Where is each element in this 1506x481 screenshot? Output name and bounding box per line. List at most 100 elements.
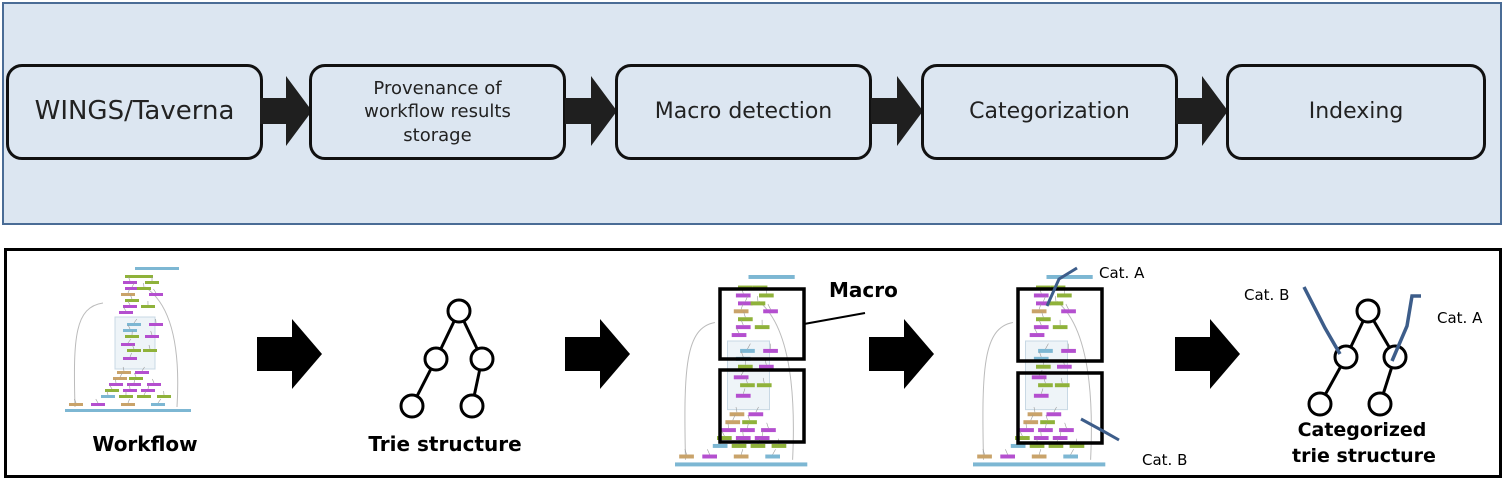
workflow-edge [128, 276, 131, 282]
workflow-edge [147, 384, 150, 390]
workflow-node [735, 293, 751, 298]
workflow-edge [109, 384, 113, 390]
workflow-edge [1045, 414, 1048, 421]
workflow-node [125, 275, 139, 278]
workflow-node [121, 403, 135, 406]
workflow-edge [115, 378, 117, 384]
workflow-edge [745, 377, 748, 384]
workflow-node [1040, 420, 1055, 425]
workflow-edge [742, 388, 746, 394]
workflow-edge [132, 344, 135, 350]
workflow-edge [127, 324, 131, 330]
workflow-node [675, 462, 808, 467]
workflow-node [1069, 443, 1085, 448]
workflow-edge [982, 449, 985, 455]
step-arrow [1175, 319, 1240, 389]
workflow-node [1029, 443, 1045, 448]
step-arrow [565, 319, 630, 389]
pipeline-arrow-2 [565, 76, 617, 146]
workflow-node [754, 325, 770, 330]
workflow-node [105, 389, 119, 392]
workflow-edge [707, 449, 710, 455]
workflow-edge [1019, 430, 1023, 437]
workflow-node [135, 371, 149, 374]
pipeline-arrow-1 [260, 76, 312, 146]
workflow-edge [127, 398, 130, 404]
workflow-edge [743, 311, 746, 318]
workflow-node [1061, 348, 1076, 353]
workflow-node [65, 409, 191, 412]
workflow-edge [747, 414, 750, 421]
category-a-label: Cat. A [1099, 264, 1145, 282]
workflow-edge [143, 390, 147, 396]
workflow-edge [741, 351, 744, 357]
trie-node [1307, 391, 1333, 417]
workflow-edge [766, 422, 769, 429]
trie-node [1367, 391, 1393, 417]
workflow-edge [1033, 327, 1038, 334]
workflow-node [69, 403, 83, 406]
workflow-node [1033, 356, 1049, 361]
workflow-node [149, 293, 163, 296]
workflow-node [740, 383, 755, 388]
workflow-node [1033, 293, 1049, 298]
workflow-node [127, 323, 141, 326]
illustration-panel: Workflow Trie structure Macro [4, 248, 1502, 478]
trie-structure-graphic [399, 298, 495, 419]
workflow-caption: Workflow [92, 432, 197, 456]
category-b-marker [1080, 417, 1120, 442]
categorized-trie-graphic [1302, 286, 1421, 417]
workflow-edge [735, 327, 740, 334]
workflow-node [702, 454, 717, 459]
workflow-node [1031, 309, 1047, 314]
workflow-node [1038, 348, 1053, 353]
workflow-node [101, 395, 115, 398]
workflow-edge [95, 398, 99, 404]
workflow-node [733, 375, 749, 380]
workflow-node [113, 377, 127, 380]
workflow-edge [1070, 449, 1074, 455]
workflow-node [750, 443, 766, 448]
workflow-edge [1005, 449, 1008, 455]
workflow-edge [127, 338, 132, 344]
workflow-node [735, 325, 751, 330]
stage-label-line: workflow results [364, 101, 511, 123]
stage-label: WINGS/Taverna [34, 96, 235, 127]
stage-label-line: Provenance of [373, 77, 502, 99]
stage-label-multiline: Provenance of workflow results storage [364, 77, 511, 147]
workflow-node [123, 305, 137, 308]
step-arrow [869, 319, 934, 389]
workflow-node [1015, 436, 1030, 440]
workflow-node [1061, 309, 1076, 314]
workflow-edge [747, 422, 749, 429]
workflow-edge [143, 282, 145, 288]
workflow-node [763, 309, 778, 314]
pipeline-arrow-3 [871, 76, 923, 146]
trie-caption: Trie structure [368, 432, 521, 456]
workflow-node [735, 393, 751, 398]
workflow-edge [727, 422, 729, 429]
workflow-node [754, 436, 770, 440]
workflow-edge [119, 372, 123, 378]
workflow-node [123, 389, 137, 392]
workflow-edge [745, 295, 749, 302]
workflow-edge [1064, 422, 1067, 429]
workflow-node [1031, 375, 1047, 380]
workflow-edge [732, 414, 736, 421]
workflow-edge [1045, 343, 1049, 350]
workflow-edge [757, 296, 759, 302]
category-b-marker [1302, 286, 1342, 355]
stage-label: Macro detection [654, 98, 833, 124]
workflow-node [151, 403, 165, 406]
category-a-label: Cat. A [1437, 309, 1483, 327]
workflow-node [1000, 454, 1015, 459]
trie-node [446, 298, 472, 324]
workflow-node [123, 281, 137, 284]
workflow-node [1057, 293, 1072, 298]
stage-label: Indexing [1308, 98, 1404, 124]
workflow-node [733, 309, 749, 314]
illustration-canvas: Workflow Trie structure Macro [65, 264, 1483, 469]
stage-wings-taverna: WINGS/Taverna [6, 64, 263, 160]
workflow-node [738, 301, 753, 306]
workflow-edge [130, 294, 133, 300]
